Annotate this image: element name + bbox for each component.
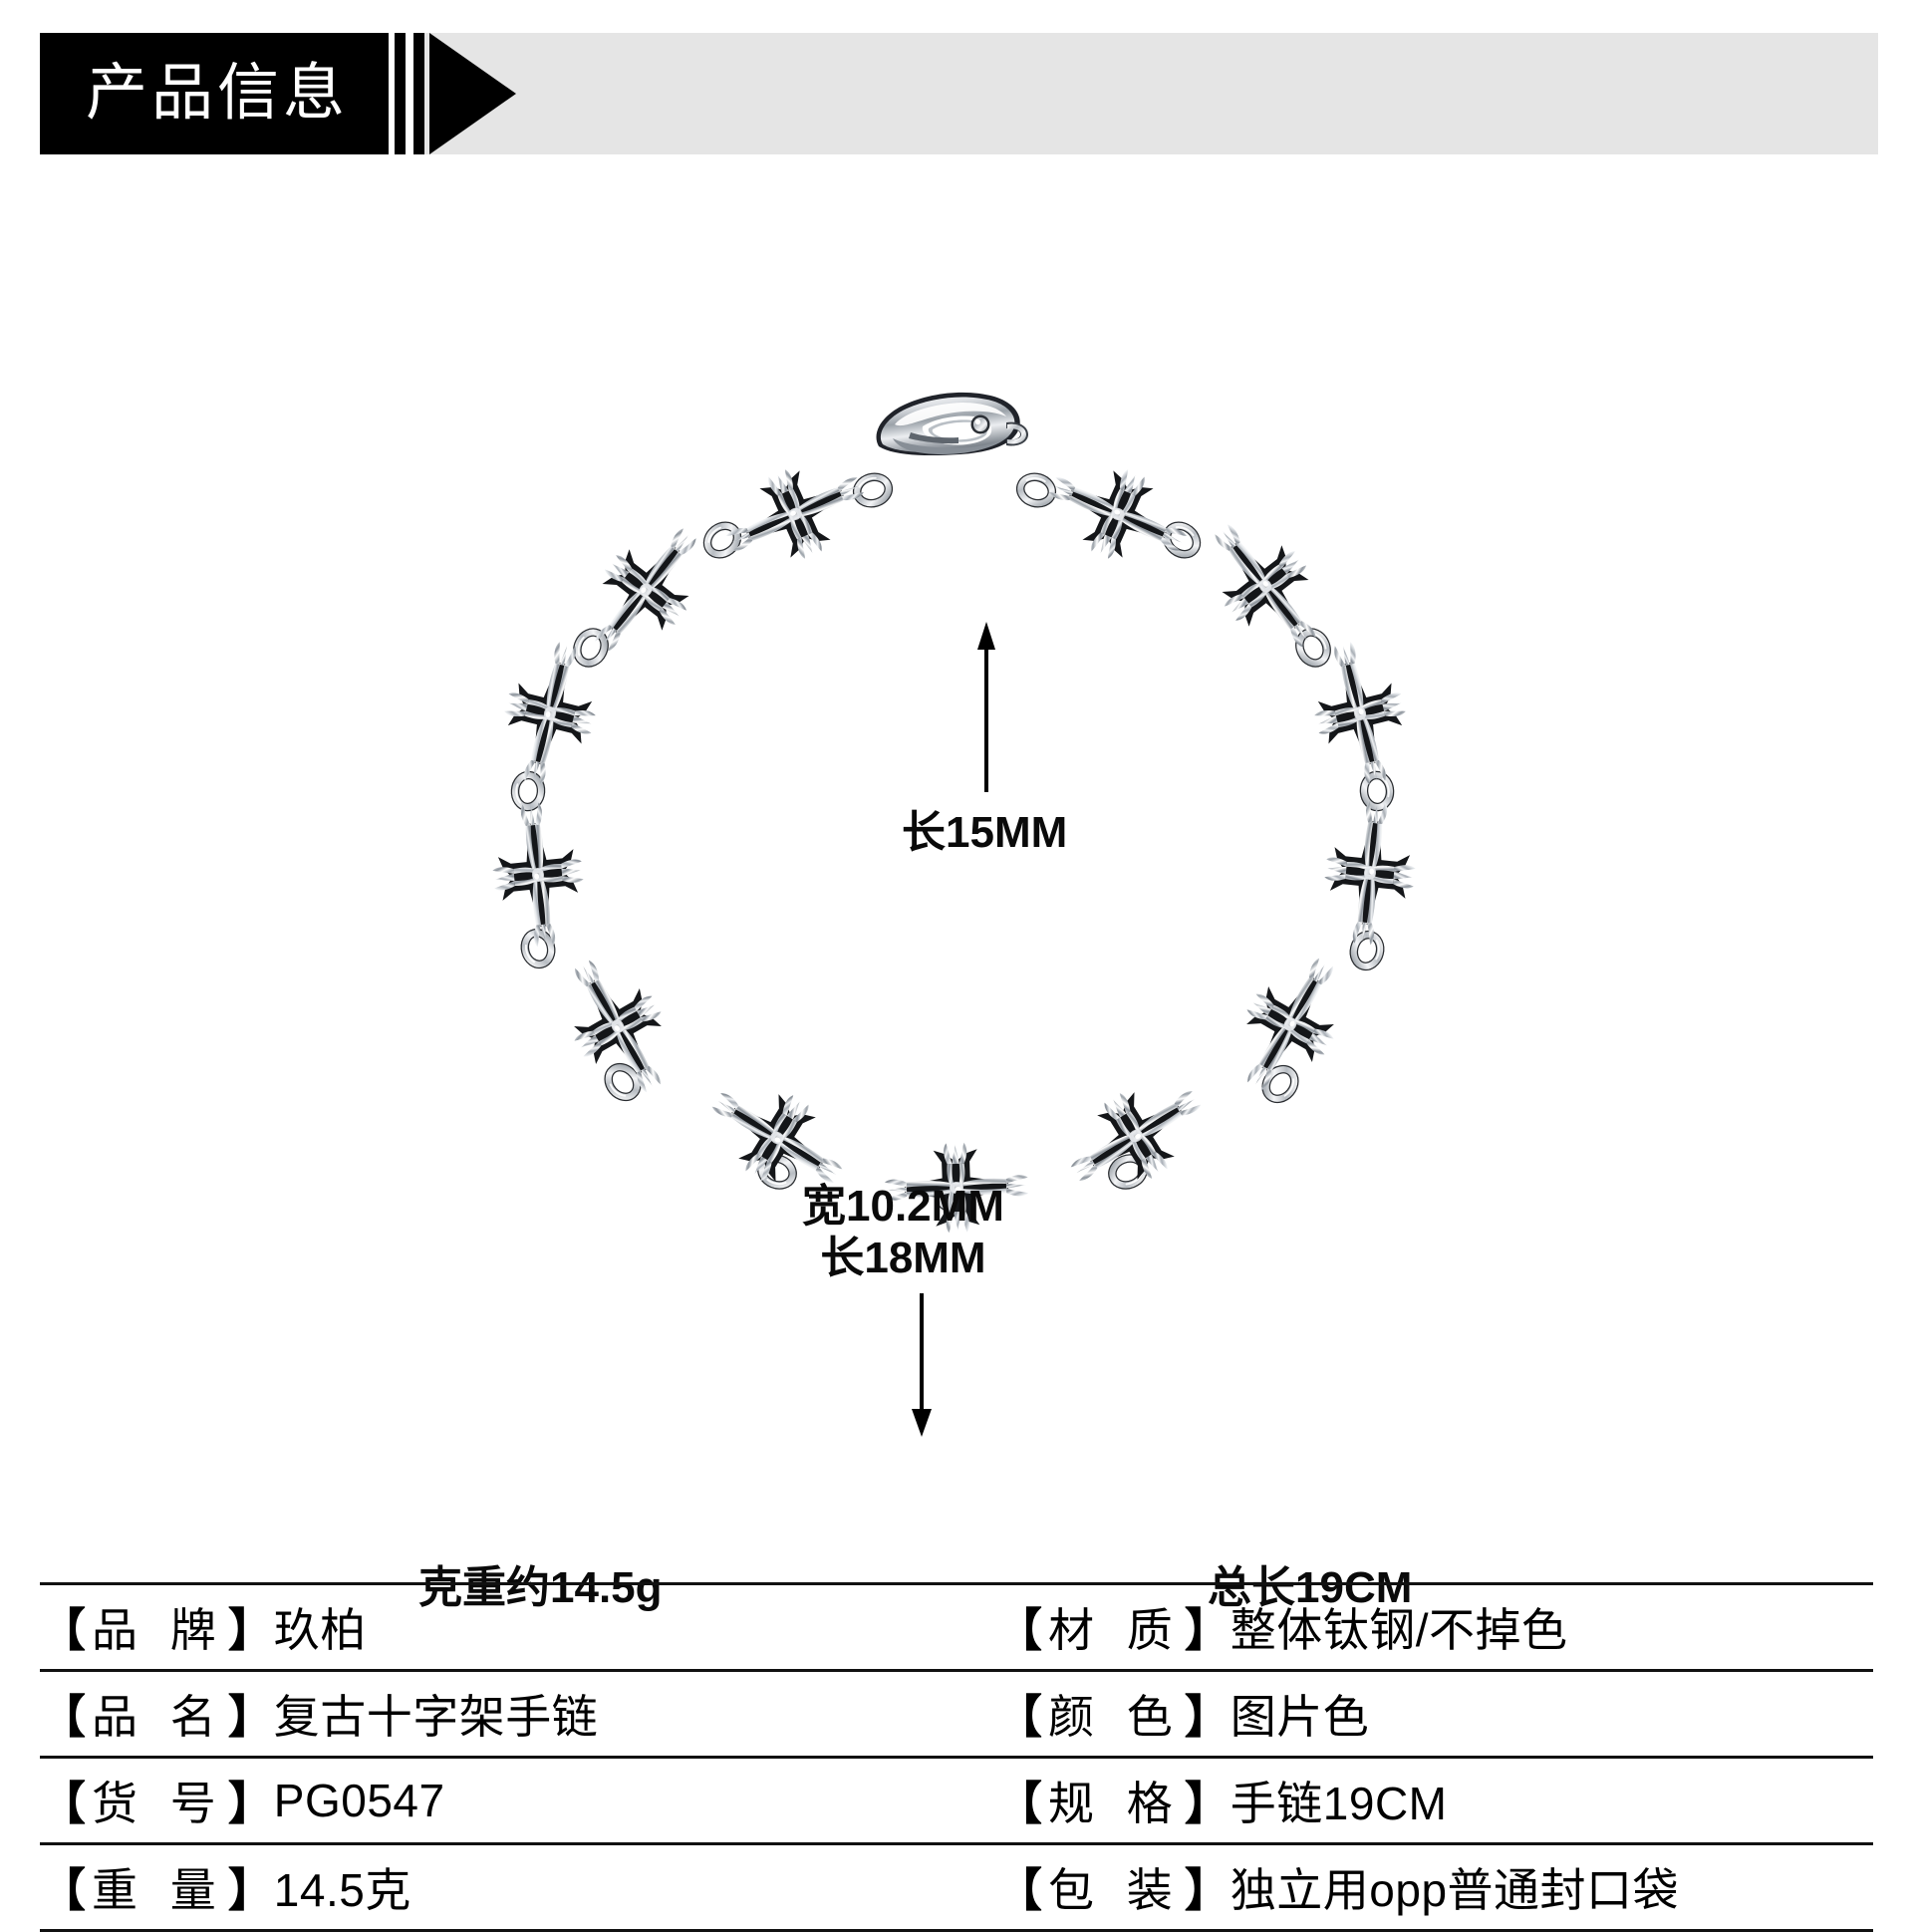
spec-value-color: 图片色 <box>1230 1691 1370 1743</box>
callout-link-dimensions: 宽10.2MM 长18MM <box>802 1181 1004 1284</box>
cross-link <box>485 798 591 952</box>
callout-weight: 克重约14.5g <box>418 1563 663 1612</box>
table-row: 【重 量】 14.5克 【包 装】 独立用opp普通封口袋 <box>40 1842 1873 1932</box>
header-banner: 产品信息 <box>0 33 1913 154</box>
spec-value-item-number: PG0547 <box>273 1775 445 1826</box>
cross-link <box>543 942 692 1111</box>
product-image-stage: 长15MM 宽10.2MM 长18MM 克重约14.5g 总长19CM <box>0 199 1913 1612</box>
header-arrow-icon <box>429 33 516 154</box>
cross-link <box>1033 443 1203 585</box>
cross-link <box>1298 633 1422 794</box>
bracelet-photo <box>379 319 1534 1315</box>
spec-cell-product-name: 【品 名】 复古十字架手链 <box>40 1681 996 1747</box>
spec-value-brand: 玖柏 <box>273 1604 367 1656</box>
spec-cell-item-number: 【货 号】 PG0547 <box>40 1768 996 1833</box>
header-gray-band <box>418 33 1878 154</box>
spec-cell-specification: 【规 格】 手链19CM <box>996 1768 1873 1833</box>
spec-value-packaging: 独立用opp普通封口袋 <box>1230 1864 1680 1916</box>
spec-value-product-name: 复古十字架手链 <box>273 1691 599 1743</box>
specification-table: 【品 牌】 玖柏 【材 质】 整体钛钢/不掉色 【品 名】 复古十字架手链 【颜… <box>40 1582 1873 1932</box>
spec-label-specification: 【规 格】 <box>996 1778 1230 1829</box>
cross-link <box>710 443 880 585</box>
table-row: 【货 号】 PG0547 【规 格】 手链19CM <box>40 1756 1873 1842</box>
spec-label-product-name: 【品 名】 <box>40 1691 274 1743</box>
spec-label-brand: 【品 牌】 <box>40 1604 274 1656</box>
link-leader-arrowhead <box>912 1409 932 1437</box>
callout-link-width: 宽10.2MM <box>802 1182 1004 1231</box>
header-accent-bar-1 <box>395 33 406 154</box>
table-row: 【品 名】 复古十字架手链 【颜 色】 图片色 <box>40 1669 1873 1756</box>
cross-link <box>566 505 725 675</box>
spec-cell-brand: 【品 牌】 玖柏 <box>40 1594 996 1660</box>
spec-value-specification: 手链19CM <box>1230 1778 1448 1829</box>
callout-link-length: 长18MM <box>820 1233 986 1282</box>
spec-cell-packaging: 【包 装】 独立用opp普通封口袋 <box>996 1854 1873 1920</box>
header-accent-bar-2 <box>413 33 424 154</box>
spec-value-material: 整体钛钢/不掉色 <box>1230 1604 1568 1656</box>
spec-cell-weight: 【重 量】 14.5克 <box>40 1854 996 1920</box>
page-title: 产品信息 <box>85 59 349 128</box>
bracelet-illustration <box>485 392 1423 1236</box>
spec-label-item-number: 【货 号】 <box>40 1778 274 1829</box>
spec-label-material: 【材 质】 <box>996 1604 1230 1656</box>
cross-link <box>1317 796 1423 950</box>
cross-link <box>488 633 612 794</box>
cross-link <box>1186 501 1345 671</box>
callout-total-length: 总长19CM <box>1208 1563 1413 1612</box>
spec-cell-color: 【颜 色】 图片色 <box>996 1681 1873 1747</box>
spec-cell-material: 【材 质】 整体钛钢/不掉色 <box>996 1594 1873 1660</box>
spec-label-packaging: 【包 装】 <box>996 1864 1230 1916</box>
cross-link <box>1051 1059 1221 1213</box>
spec-label-weight: 【重 量】 <box>40 1864 274 1916</box>
header-title-block: 产品信息 <box>40 33 389 154</box>
table-row: 【品 牌】 玖柏 【材 质】 整体钛钢/不掉色 <box>40 1582 1873 1669</box>
callout-clasp-length: 长15MM <box>902 808 1068 857</box>
lobster-clasp <box>876 392 1028 456</box>
spec-value-weight: 14.5克 <box>273 1864 411 1916</box>
spec-label-color: 【颜 色】 <box>996 1691 1230 1743</box>
